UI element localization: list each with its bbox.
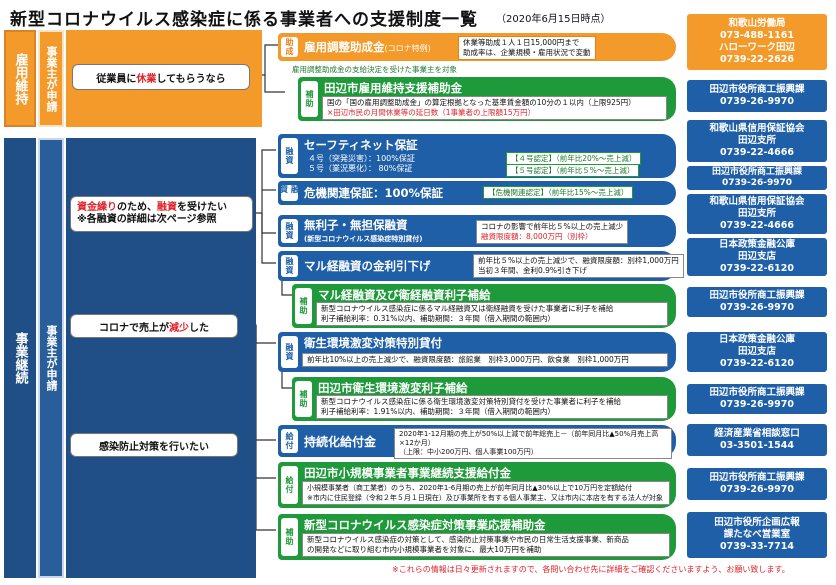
koyo-applicant-label: 事業主が申請	[38, 30, 64, 127]
oen-hojo-bar[interactable]: 補助 新型コロナウイルス感染症対策事業応援補助金 新型コロナウイルス感染症の対策…	[278, 514, 676, 560]
koyo-chosei-bar[interactable]: 助成 雇用調整助成金(コロナ特例) 休業等助成１人１日15,000円まで助成率は…	[278, 33, 676, 61]
page-title: 新型コロナウイルス感染症に係る事業者への支援制度一覧	[10, 10, 478, 30]
koyo-iji-hojo-bar[interactable]: 補助 田辺市雇用維持支援補助金 国の「国の雇用調整助成金」の算定根拠となった基準…	[298, 77, 676, 121]
shokibo-kyufu-bar[interactable]: 給付 田辺市小規模事業者事業継続支援給付金 小規模事業者（商工業者）のうち、20…	[278, 462, 676, 508]
jizokuka-bar[interactable]: 給付 持続化給付金 2020年1-12月期の売上が50%以上減で前年総売上－（前…	[278, 425, 676, 459]
footer-note: ※これらの情報は日々更新されますので、各問い合わせ先に詳細をご確認くださいますよ…	[392, 565, 790, 574]
jigyo-keizoku-label: 事業継続	[4, 138, 36, 578]
jigyo-applicant-label: 事業主が申請	[38, 138, 64, 578]
kiki-kanren-bar[interactable]: 融資 危機関連保証：100%保証 【危機関連認定】（前年比15%～売上減）	[278, 181, 676, 205]
eisei-rishi-bar[interactable]: 補助 田辺市衛生環境激変利子補給 新型コロナウイルス感染症に係る衛生環境激変対策…	[292, 377, 676, 421]
shikin-callout: 資金繰りのため、融資を受けたい ※各融資の詳細は次ページ参照	[70, 196, 253, 232]
uriage-callout: コロナで売上が減少した	[70, 314, 238, 338]
boshi-callout: 感染防止対策を行いたい	[70, 433, 238, 457]
koyo-note: 雇用調整助成金の支給決定を受けた事業主を対象	[288, 64, 461, 75]
koyo-iji-label: 雇用維持	[4, 30, 36, 127]
murishi-bar[interactable]: 融資 無利子・無担保融資 (新型コロナウイルス感染症特別貸付) コロナの影響で前…	[278, 215, 676, 247]
date-label: （2020年6月15日時点）	[496, 14, 611, 25]
eisei-kashitsuke-bar[interactable]: 融資 衛生環境激変対策特別貸付 前年比10%以上の売上減少で、融資限度額：旅館業…	[278, 332, 676, 372]
marukei-bar[interactable]: 融資 マル経融資の金利引下げ 前年比５%以上の売上減少で、融資限度額：別枠1,0…	[278, 251, 684, 281]
kyugyo-callout: 従業員に休業してもらうなら	[72, 64, 250, 90]
marukei-rishi-bar[interactable]: 補助 マル経融資及び衛経融資利子補給 新型コロナウイルス感染症に係るマル経融資又…	[292, 284, 676, 328]
